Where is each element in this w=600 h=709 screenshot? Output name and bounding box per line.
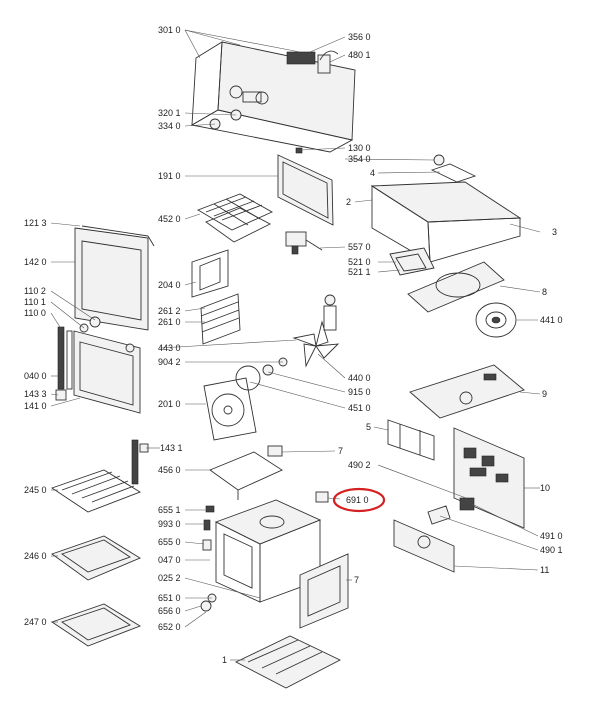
label-121-3: 121 3: [24, 218, 47, 228]
label-247-0: 247 0: [24, 617, 47, 627]
label-691-0: 691 0: [346, 495, 369, 505]
label-354-0: 354 0: [348, 154, 371, 164]
label-490-2: 490 2: [348, 460, 371, 470]
label-1: 1: [222, 655, 227, 665]
label-245-0: 245 0: [24, 485, 47, 495]
leader-lines: [50, 29, 541, 661]
label-9: 9: [542, 389, 547, 399]
label-655-0: 655 0: [158, 537, 181, 547]
label-047-0: 047 0: [158, 555, 181, 565]
label-557-0: 557 0: [348, 242, 371, 252]
label-7-upper: 7: [338, 446, 343, 456]
label-491-0: 491 0: [540, 531, 563, 541]
control-board-part: [393, 497, 475, 573]
label-246-0: 246 0: [24, 551, 47, 561]
wire-rack-part: [196, 193, 273, 243]
label-142-0: 142 0: [24, 257, 47, 267]
label-130-0: 130 0: [348, 143, 371, 153]
highlight-ring: [332, 487, 386, 513]
heating-element-part: [203, 357, 288, 441]
side-plate-part: [191, 249, 229, 298]
label-141-0: 141 0: [24, 401, 47, 411]
part-labels: 301 0 356 0 480 1 320 1 334 0 130 0 354 …: [24, 25, 563, 665]
outer-door-part: [74, 225, 155, 331]
label-440-0: 440 0: [348, 373, 371, 383]
label-11: 11: [540, 565, 549, 575]
label-3: 3: [552, 227, 557, 237]
label-655-1: 655 1: [158, 505, 181, 515]
label-443-0: 443 0: [158, 343, 181, 353]
label-143-1: 143 1: [160, 443, 183, 453]
label-490-1: 490 1: [540, 545, 563, 555]
glass-panel-part: [277, 147, 334, 226]
bottom-panel-part: [234, 635, 342, 689]
label-441-0: 441 0: [540, 315, 563, 325]
bracket-part: [285, 231, 323, 255]
label-334-0: 334 0: [158, 121, 181, 131]
label-915-0: 915 0: [348, 387, 371, 397]
label-7-lower: 7: [354, 575, 359, 585]
label-143-3: 143 3: [24, 389, 47, 399]
label-110-2: 110 2: [24, 286, 46, 296]
bottom-plate-part: [209, 445, 283, 500]
baking-tray-part: [51, 535, 141, 581]
control-panel-part: [190, 41, 356, 153]
label-521-0: 521 0: [348, 257, 371, 267]
grill-rack-part: [50, 469, 142, 513]
label-025-2: 025 2: [158, 573, 181, 583]
side-bracket-part: [387, 419, 435, 461]
label-320-1: 320 1: [158, 108, 181, 118]
side-door-frame-part: [299, 553, 349, 629]
label-651-0: 651 0: [158, 593, 181, 603]
hinge-part: [131, 439, 149, 485]
small-parts-part: [200, 505, 217, 612]
label-10: 10: [540, 483, 550, 493]
fan-blade-part: [292, 294, 340, 368]
label-201-0: 201 0: [158, 399, 181, 409]
label-904-2: 904 2: [158, 357, 181, 367]
label-480-1: 480 1: [348, 50, 371, 60]
oven-cavity-part: [214, 491, 329, 603]
label-040-0: 040 0: [24, 371, 47, 381]
label-451-0: 451 0: [348, 403, 371, 413]
guide-rails-part: [200, 293, 241, 345]
label-261-0: 261 0: [158, 317, 181, 327]
label-521-1: 521 1: [348, 267, 371, 277]
fan-assembly-part: [407, 261, 517, 338]
top-panel-part: [409, 364, 525, 419]
label-204-0: 204 0: [158, 280, 181, 290]
label-356-0: 356 0: [348, 32, 371, 42]
inner-door-part: [55, 316, 141, 414]
label-5: 5: [366, 422, 371, 432]
electronic-module-part: [389, 247, 435, 276]
label-191-0: 191 0: [158, 171, 181, 181]
label-110-1: 110 1: [24, 297, 46, 307]
label-2: 2: [346, 197, 351, 207]
back-panel-part: [453, 427, 525, 529]
label-261-2: 261 2: [158, 306, 181, 316]
deep-tray-part: [50, 603, 142, 647]
label-8: 8: [542, 287, 547, 297]
label-301-0: 301 0: [158, 25, 181, 35]
label-993-0: 993 0: [158, 519, 181, 529]
label-4: 4: [370, 168, 375, 178]
label-456-0: 456 0: [158, 465, 181, 475]
label-110-0: 110 0: [24, 308, 46, 318]
label-656-0: 656 0: [158, 606, 181, 616]
label-652-0: 652 0: [158, 622, 181, 632]
top-cover-part: [370, 154, 522, 263]
label-452-0: 452 0: [158, 214, 181, 224]
